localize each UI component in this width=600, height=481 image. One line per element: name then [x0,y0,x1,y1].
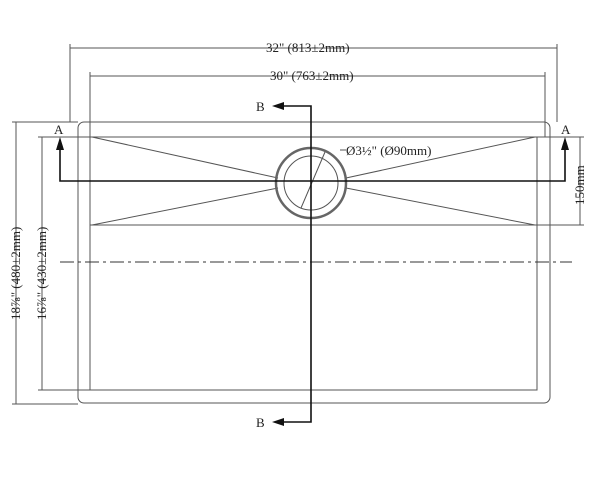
inner-depth-label: 16⅞" (430±2mm) [34,227,49,320]
overall-depth-label: 18⅞" (480±2mm) [8,227,23,320]
section-b-line [280,105,312,423]
section-a-line [59,145,566,182]
inner-width-label: 30" (763±2mm) [270,68,354,83]
slope-lines [91,136,536,226]
drain-diameter-label: Ø3½" (Ø90mm) [346,143,431,158]
section-a-right-label: A [561,122,571,137]
section-b-bottom-label: B [256,415,265,430]
section-a-left-label: A [54,122,64,137]
inner-basin [89,136,538,391]
overall-width-label: 32" (813±2mm) [266,40,350,55]
arrow-icons [56,102,569,426]
section-b-top-label: B [256,99,265,114]
band-height-label: 150mm [572,165,587,205]
